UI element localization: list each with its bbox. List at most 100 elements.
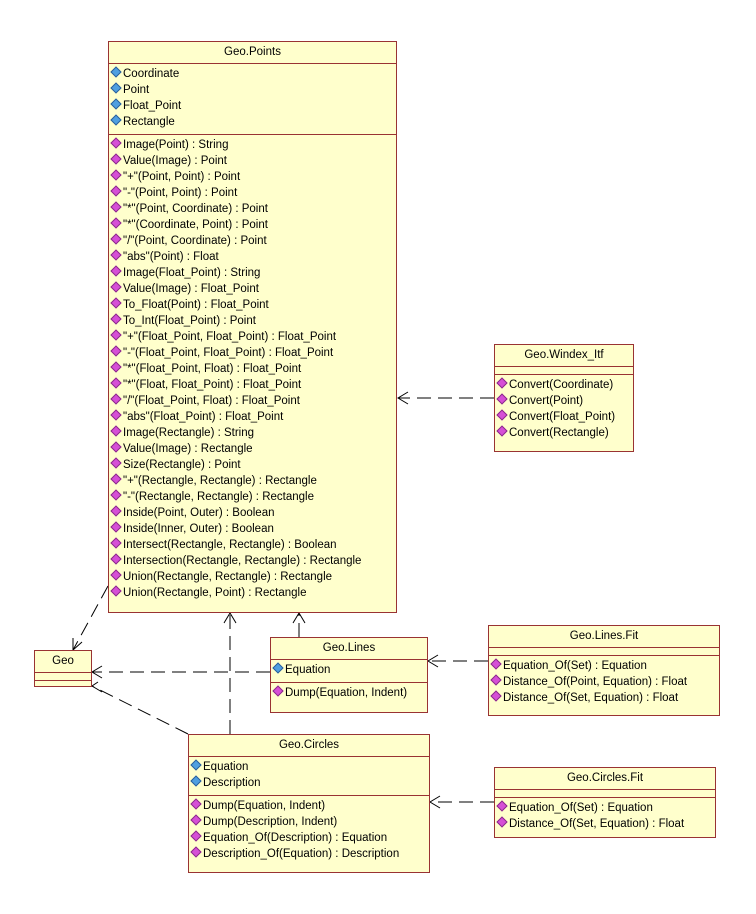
- operation-label: Value(Image) : Rectangle: [123, 443, 253, 455]
- magenta-diamond-icon: [110, 297, 122, 309]
- magenta-diamond-icon: [110, 313, 122, 325]
- operation-label: "*"(Float, Float_Point) : Float_Point: [123, 379, 302, 391]
- operation-label: Description_Of(Equation) : Description: [203, 848, 400, 860]
- operation-row[interactable]: Value(Image) : Float_Point: [109, 281, 396, 297]
- operation-label: "+"(Rectangle, Rectangle) : Rectangle: [123, 475, 317, 487]
- operation-row[interactable]: Value(Image) : Rectangle: [109, 441, 396, 457]
- operation-label: "-"(Float_Point, Float_Point) : Float_Po…: [123, 347, 334, 359]
- attribute-label: Float_Point: [123, 100, 182, 112]
- class-name: Geo: [35, 651, 91, 673]
- attribute-row[interactable]: Rectangle: [109, 114, 396, 130]
- operation-row[interactable]: Intersection(Rectangle, Rectangle) : Rec…: [109, 553, 396, 569]
- operation-row[interactable]: "*"(Float_Point, Float) : Float_Point: [109, 361, 396, 377]
- operation-row[interactable]: Distance_Of(Point, Equation) : Float: [489, 674, 719, 690]
- operations-compartment: Dump(Equation, Indent): [271, 683, 427, 705]
- operation-row[interactable]: "*"(Point, Coordinate) : Point: [109, 201, 396, 217]
- operation-row[interactable]: Dump(Equation, Indent): [271, 685, 427, 701]
- operation-row[interactable]: Value(Image) : Point: [109, 153, 396, 169]
- operation-row[interactable]: "/"(Point, Coordinate) : Point: [109, 233, 396, 249]
- class-geo[interactable]: Geo: [34, 650, 92, 687]
- attribute-label: Rectangle: [123, 116, 175, 128]
- operation-label: Inside(Inner, Outer) : Boolean: [123, 523, 274, 535]
- operation-row[interactable]: "-"(Rectangle, Rectangle) : Rectangle: [109, 489, 396, 505]
- operation-row[interactable]: "*"(Coordinate, Point) : Point: [109, 217, 396, 233]
- operation-row[interactable]: Dump(Equation, Indent): [189, 798, 429, 814]
- magenta-diamond-icon: [490, 658, 502, 670]
- operation-row[interactable]: Union(Rectangle, Point) : Rectangle: [109, 585, 396, 601]
- operation-row[interactable]: Convert(Coordinate): [495, 377, 633, 393]
- magenta-diamond-icon: [110, 281, 122, 293]
- operation-row[interactable]: Union(Rectangle, Rectangle) : Rectangle: [109, 569, 396, 585]
- operation-row[interactable]: Size(Rectangle) : Point: [109, 457, 396, 473]
- operation-row[interactable]: "-"(Float_Point, Float_Point) : Float_Po…: [109, 345, 396, 361]
- operation-row[interactable]: Inside(Inner, Outer) : Boolean: [109, 521, 396, 537]
- magenta-diamond-icon: [110, 457, 122, 469]
- operation-row[interactable]: "*"(Float, Float_Point) : Float_Point: [109, 377, 396, 393]
- operation-row[interactable]: "+"(Float_Point, Float_Point) : Float_Po…: [109, 329, 396, 345]
- magenta-diamond-icon: [110, 425, 122, 437]
- operation-row[interactable]: Convert(Float_Point): [495, 409, 633, 425]
- operation-row[interactable]: "+"(Rectangle, Rectangle) : Rectangle: [109, 473, 396, 489]
- operation-row[interactable]: Image(Rectangle) : String: [109, 425, 396, 441]
- attribute-row[interactable]: Description: [189, 775, 429, 791]
- operation-label: Value(Image) : Point: [123, 155, 227, 167]
- attribute-row[interactable]: Point: [109, 82, 396, 98]
- operation-row[interactable]: To_Int(Float_Point) : Point: [109, 313, 396, 329]
- operation-row[interactable]: Inside(Point, Outer) : Boolean: [109, 505, 396, 521]
- operation-label: "/"(Float_Point, Float) : Float_Point: [123, 395, 300, 407]
- magenta-diamond-icon: [110, 585, 122, 597]
- magenta-diamond-icon: [110, 217, 122, 229]
- magenta-diamond-icon: [110, 409, 122, 421]
- magenta-diamond-icon: [496, 393, 508, 405]
- operation-row[interactable]: "+"(Point, Point) : Point: [109, 169, 396, 185]
- attribute-row[interactable]: Equation: [271, 662, 427, 678]
- operation-row[interactable]: Image(Point) : String: [109, 137, 396, 153]
- operation-label: Equation_Of(Set) : Equation: [503, 660, 647, 672]
- operation-row[interactable]: "/"(Float_Point, Float) : Float_Point: [109, 393, 396, 409]
- attribute-row[interactable]: Float_Point: [109, 98, 396, 114]
- class-name: Geo.Circles.Fit: [495, 768, 715, 790]
- operation-row[interactable]: Equation_Of(Set) : Equation: [495, 800, 715, 816]
- operation-row[interactable]: Image(Float_Point) : String: [109, 265, 396, 281]
- magenta-diamond-icon: [110, 377, 122, 389]
- arrowhead-lines-to-geo: [91, 665, 103, 679]
- operation-row[interactable]: "-"(Point, Point) : Point: [109, 185, 396, 201]
- magenta-diamond-icon: [490, 690, 502, 702]
- arrowhead-circles-to-points: [223, 612, 237, 624]
- arrowhead-linesfit-to-lines: [427, 654, 439, 668]
- operation-row[interactable]: Dump(Description, Indent): [189, 814, 429, 830]
- magenta-diamond-icon: [190, 798, 202, 810]
- operation-row[interactable]: Intersect(Rectangle, Rectangle) : Boolea…: [109, 537, 396, 553]
- operation-row[interactable]: Convert(Rectangle): [495, 425, 633, 441]
- operation-label: "+"(Point, Point) : Point: [123, 171, 241, 183]
- operation-row[interactable]: Equation_Of(Set) : Equation: [489, 658, 719, 674]
- attribute-row[interactable]: Coordinate: [109, 66, 396, 82]
- operation-label: "*"(Float_Point, Float) : Float_Point: [123, 363, 302, 375]
- operation-row[interactable]: "abs"(Float_Point) : Float_Point: [109, 409, 396, 425]
- attribute-label: Equation: [203, 761, 249, 773]
- operation-label: Image(Point) : String: [123, 139, 229, 151]
- operation-row[interactable]: Equation_Of(Description) : Equation: [189, 830, 429, 846]
- operation-row[interactable]: Description_Of(Equation) : Description: [189, 846, 429, 862]
- magenta-diamond-icon: [110, 569, 122, 581]
- operation-row[interactable]: Distance_Of(Set, Equation) : Float: [489, 690, 719, 706]
- attribute-row[interactable]: Equation: [189, 759, 429, 775]
- operation-row[interactable]: Convert(Point): [495, 393, 633, 409]
- arrowhead-lines-to-points: [292, 612, 306, 624]
- attribute-label: Point: [123, 84, 150, 96]
- attributes-compartment: [489, 648, 719, 656]
- arrowhead-circles-to-geo: [91, 681, 103, 693]
- operation-row[interactable]: "abs"(Point) : Float: [109, 249, 396, 265]
- operation-row[interactable]: Distance_Of(Set, Equation) : Float: [495, 816, 715, 832]
- operation-row[interactable]: To_Float(Point) : Float_Point: [109, 297, 396, 313]
- operation-label: To_Float(Point) : Float_Point: [123, 299, 269, 311]
- magenta-diamond-icon: [110, 521, 122, 533]
